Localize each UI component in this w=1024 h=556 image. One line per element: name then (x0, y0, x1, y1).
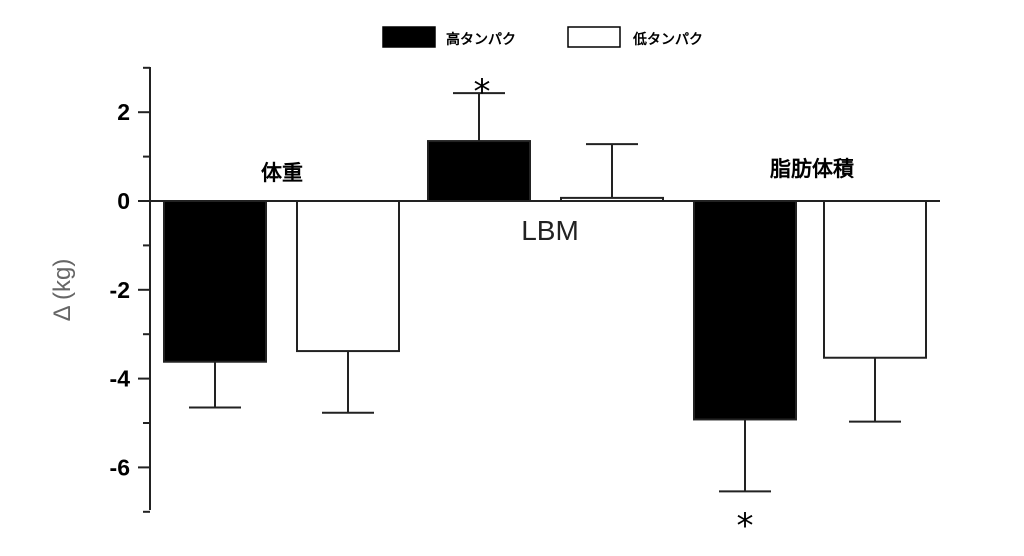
y-tick-label: -6 (110, 454, 130, 480)
bar (427, 140, 531, 202)
significance-marker-lbm: * (474, 72, 491, 112)
y-tick-label: -4 (110, 366, 131, 392)
bars (163, 140, 927, 421)
bar (823, 200, 927, 359)
significance-marker-fat-volume: * (737, 506, 754, 546)
bar (560, 196, 664, 202)
category-label-fat-volume: 脂肪体積 (770, 157, 855, 181)
legend-label-high-protein: 高タンパク (446, 31, 516, 48)
bar (693, 200, 797, 421)
bar (163, 200, 267, 363)
y-axis: 2 0 -2 -4 -6 (110, 66, 940, 513)
bar (296, 200, 400, 353)
y-axis-label: Δ (kg) (49, 259, 76, 322)
legend: 高タンパク 低タンパク (382, 26, 703, 48)
y-tick-label: 0 (117, 188, 130, 214)
y-tick-label: -2 (110, 277, 130, 303)
legend-label-low-protein: 低タンパク (632, 31, 703, 48)
legend-swatch-high-protein (382, 26, 436, 48)
error-bars (189, 92, 901, 493)
y-tick-label: 2 (117, 99, 130, 125)
category-label-lbm: LBM (521, 215, 579, 246)
category-label-body-weight: 体重 (261, 161, 303, 185)
legend-swatch-low-protein (567, 26, 621, 48)
